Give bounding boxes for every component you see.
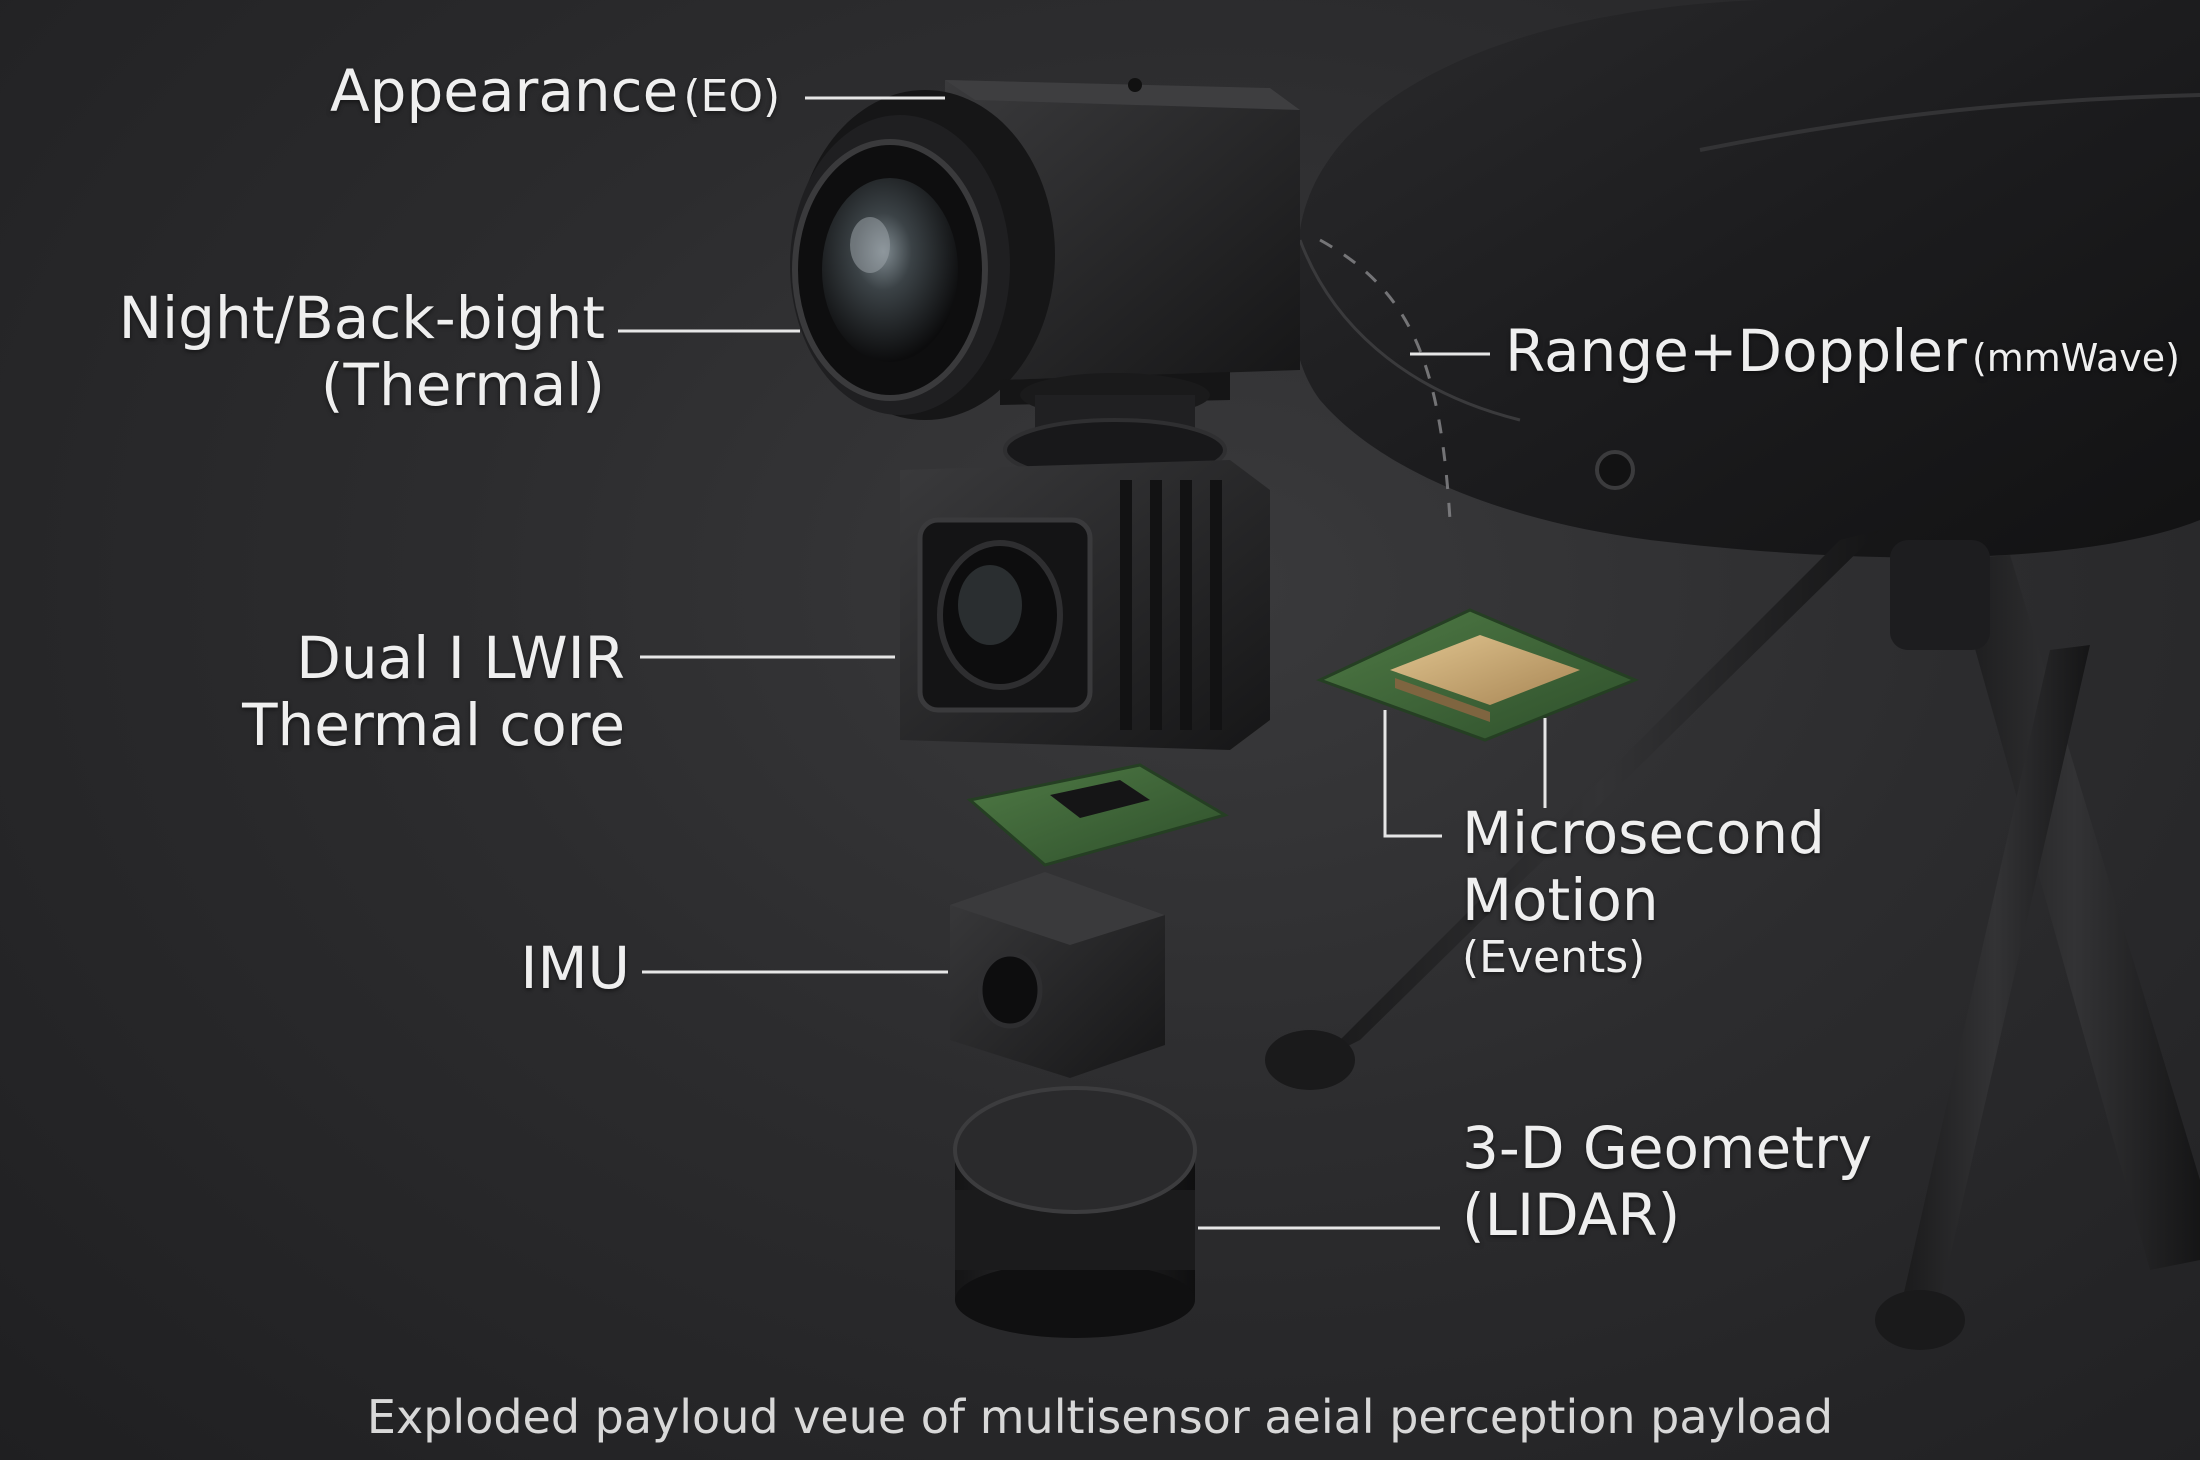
label-micro-line3: (Events) [1462,932,1646,984]
label-micro: Microsecond Motion (Events) [1462,800,1825,984]
label-micro-line1: Microsecond [1462,799,1825,867]
leader-lines [618,96,1547,1230]
lidar-puck [953,1086,1197,1338]
eo-camera [790,78,1300,482]
event-sensor-pcb [1316,608,1639,742]
tripod [1265,530,2200,1350]
radar-body [1291,0,2200,558]
label-night: Night/Back-bight (Thermal) [110,285,605,418]
label-appearance: Appearance (EO) [330,58,780,125]
thermal-core-box [900,460,1270,750]
label-night-line2: (Thermal) [320,350,605,419]
label-imu-main: IMU [520,934,630,1002]
leader-micro [1383,710,1442,838]
label-geometry-line1: 3-D Geometry [1462,1114,1873,1182]
label-dual-line2: Thermal core [242,690,625,759]
label-range-sub: (mmWave) [1971,336,2180,380]
label-geometry-line2: (LIDAR) [1462,1180,1681,1249]
imu-cube [950,872,1165,1078]
label-micro-line2: Motion [1462,865,1659,934]
label-night-line1: Night/Back-bight [118,284,605,352]
label-appearance-sub: (EO) [683,71,781,122]
label-imu: IMU [420,935,630,1002]
label-appearance-main: Appearance [330,57,679,125]
figure-caption: Exploded payloud veue of multisensor aei… [366,1390,1834,1444]
label-dual: Dual I LWIR Thermal core [220,625,625,758]
label-range: Range+Doppler (mmWave) [1505,318,2180,385]
label-range-main: Range+Doppler [1505,317,1967,385]
label-geometry: 3-D Geometry (LIDAR) [1462,1115,1872,1248]
label-dual-line1: Dual I LWIR [296,624,625,692]
small-pcb [966,763,1229,867]
